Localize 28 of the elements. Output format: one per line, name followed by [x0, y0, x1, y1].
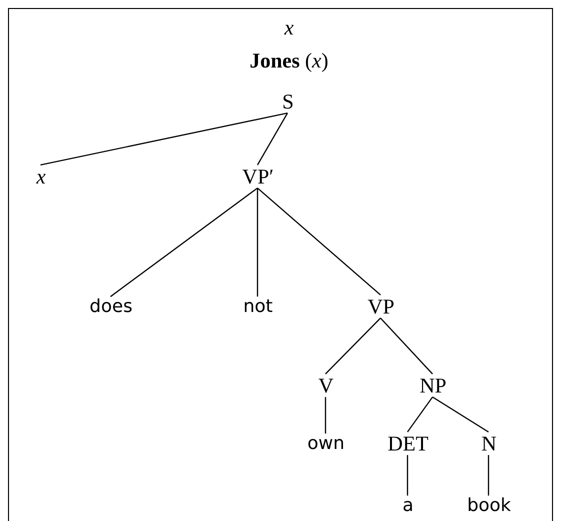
category-label: N — [481, 432, 497, 456]
tree-branch — [432, 396, 489, 432]
condition-text: Jones (x) — [250, 49, 328, 73]
tree-branch — [488, 455, 490, 496]
tree-branch — [110, 188, 258, 298]
word-label: a — [402, 496, 414, 516]
category-label: V — [318, 374, 334, 398]
tree-branch — [380, 318, 433, 374]
category-label: x — [36, 165, 46, 189]
word-label: book — [467, 496, 511, 516]
category-label: VP — [368, 295, 394, 319]
tree-branch — [325, 318, 381, 374]
tree-branch — [407, 396, 433, 432]
tree-branch — [256, 112, 288, 166]
word-label: own — [307, 434, 345, 454]
tree-branch — [324, 397, 326, 434]
drs-box — [8, 8, 553, 521]
category-label: S — [282, 90, 294, 114]
discourse-referent: x — [284, 16, 294, 40]
category-label: DET — [388, 432, 428, 456]
word-label: not — [243, 297, 273, 317]
category-label: VP′ — [242, 165, 274, 189]
word-label: does — [90, 297, 132, 317]
tree-branch — [406, 455, 408, 496]
tree-branch — [40, 112, 288, 166]
category-label: NP — [420, 374, 446, 398]
tree-branch — [256, 188, 258, 297]
tree-branch — [257, 188, 381, 296]
